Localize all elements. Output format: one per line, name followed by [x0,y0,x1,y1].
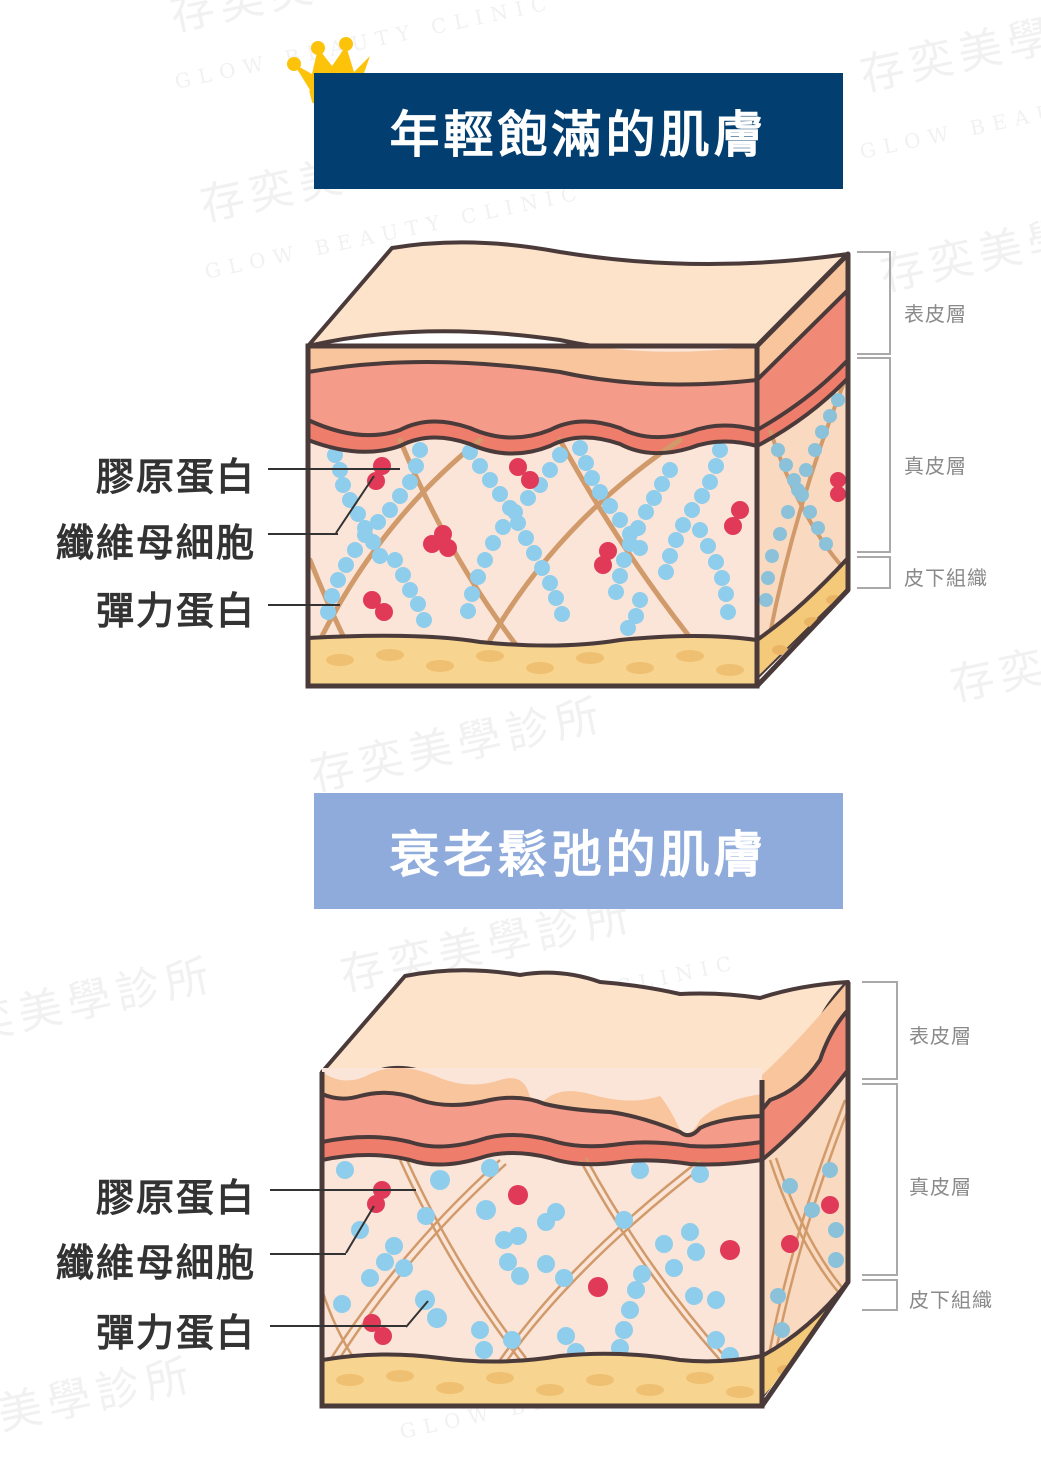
bracket-subcutaneous [857,556,891,589]
label-dermis: 真皮層 [904,454,967,478]
leader-line-elastin-diagonal [405,1300,429,1328]
watermark-brand-cn: 存奕美學診所 [0,1349,200,1462]
watermark-brand-cn: 存奕美學診所 [875,189,1041,302]
leader-line-elastin [268,604,340,606]
watermark-brand-cn: 存奕美學診所 [855,0,1041,102]
section-title: 年輕飽滿的肌膚 [314,73,843,189]
leader-line-fibroblast [270,1253,346,1255]
leader-line-fibroblast [268,533,338,535]
bracket-dermis [857,357,891,553]
title-text: 年輕飽滿的肌膚 [389,106,768,164]
label-epidermis: 表皮層 [904,302,967,326]
label-fibroblast: 纖維母細胞 [55,1241,256,1285]
young-skin-block-illustration [305,240,851,689]
leader-line-fibroblast-diagonal [345,1205,375,1254]
label-elastin: 彈力蛋白 [95,1311,256,1355]
leader-line-elastin [270,1325,406,1327]
label-collagen: 膠原蛋白 [95,1176,256,1220]
label-dermis: 真皮層 [909,1175,972,1199]
watermark-brand-en: GLOW BEAUTY CLINIC [857,60,1041,164]
label-subcutaneous: 皮下組織 [904,566,988,590]
label-fibroblast: 纖維母細胞 [55,521,256,565]
watermark-brand-cn: 存奕美學診所 [0,949,220,1062]
leader-line-fibroblast-diagonal [335,475,375,534]
leader-line-collagen [268,468,400,470]
label-epidermis: 表皮層 [909,1024,972,1048]
title-text: 衰老鬆弛的肌膚 [389,826,768,884]
leader-line-collagen [270,1189,416,1191]
section-title: 衰老鬆弛的肌膚 [314,793,843,909]
watermark-brand-cn: 存奕美學診所 [945,599,1041,712]
label-elastin: 彈力蛋白 [95,589,256,633]
bracket-epidermis [862,981,898,1080]
aged-skin-block-illustration [319,968,851,1409]
bracket-epidermis [857,251,891,355]
bracket-subcutaneous [862,1279,898,1311]
label-collagen: 膠原蛋白 [95,455,256,499]
label-subcutaneous: 皮下組織 [909,1288,993,1312]
bracket-dermis [862,1083,898,1276]
